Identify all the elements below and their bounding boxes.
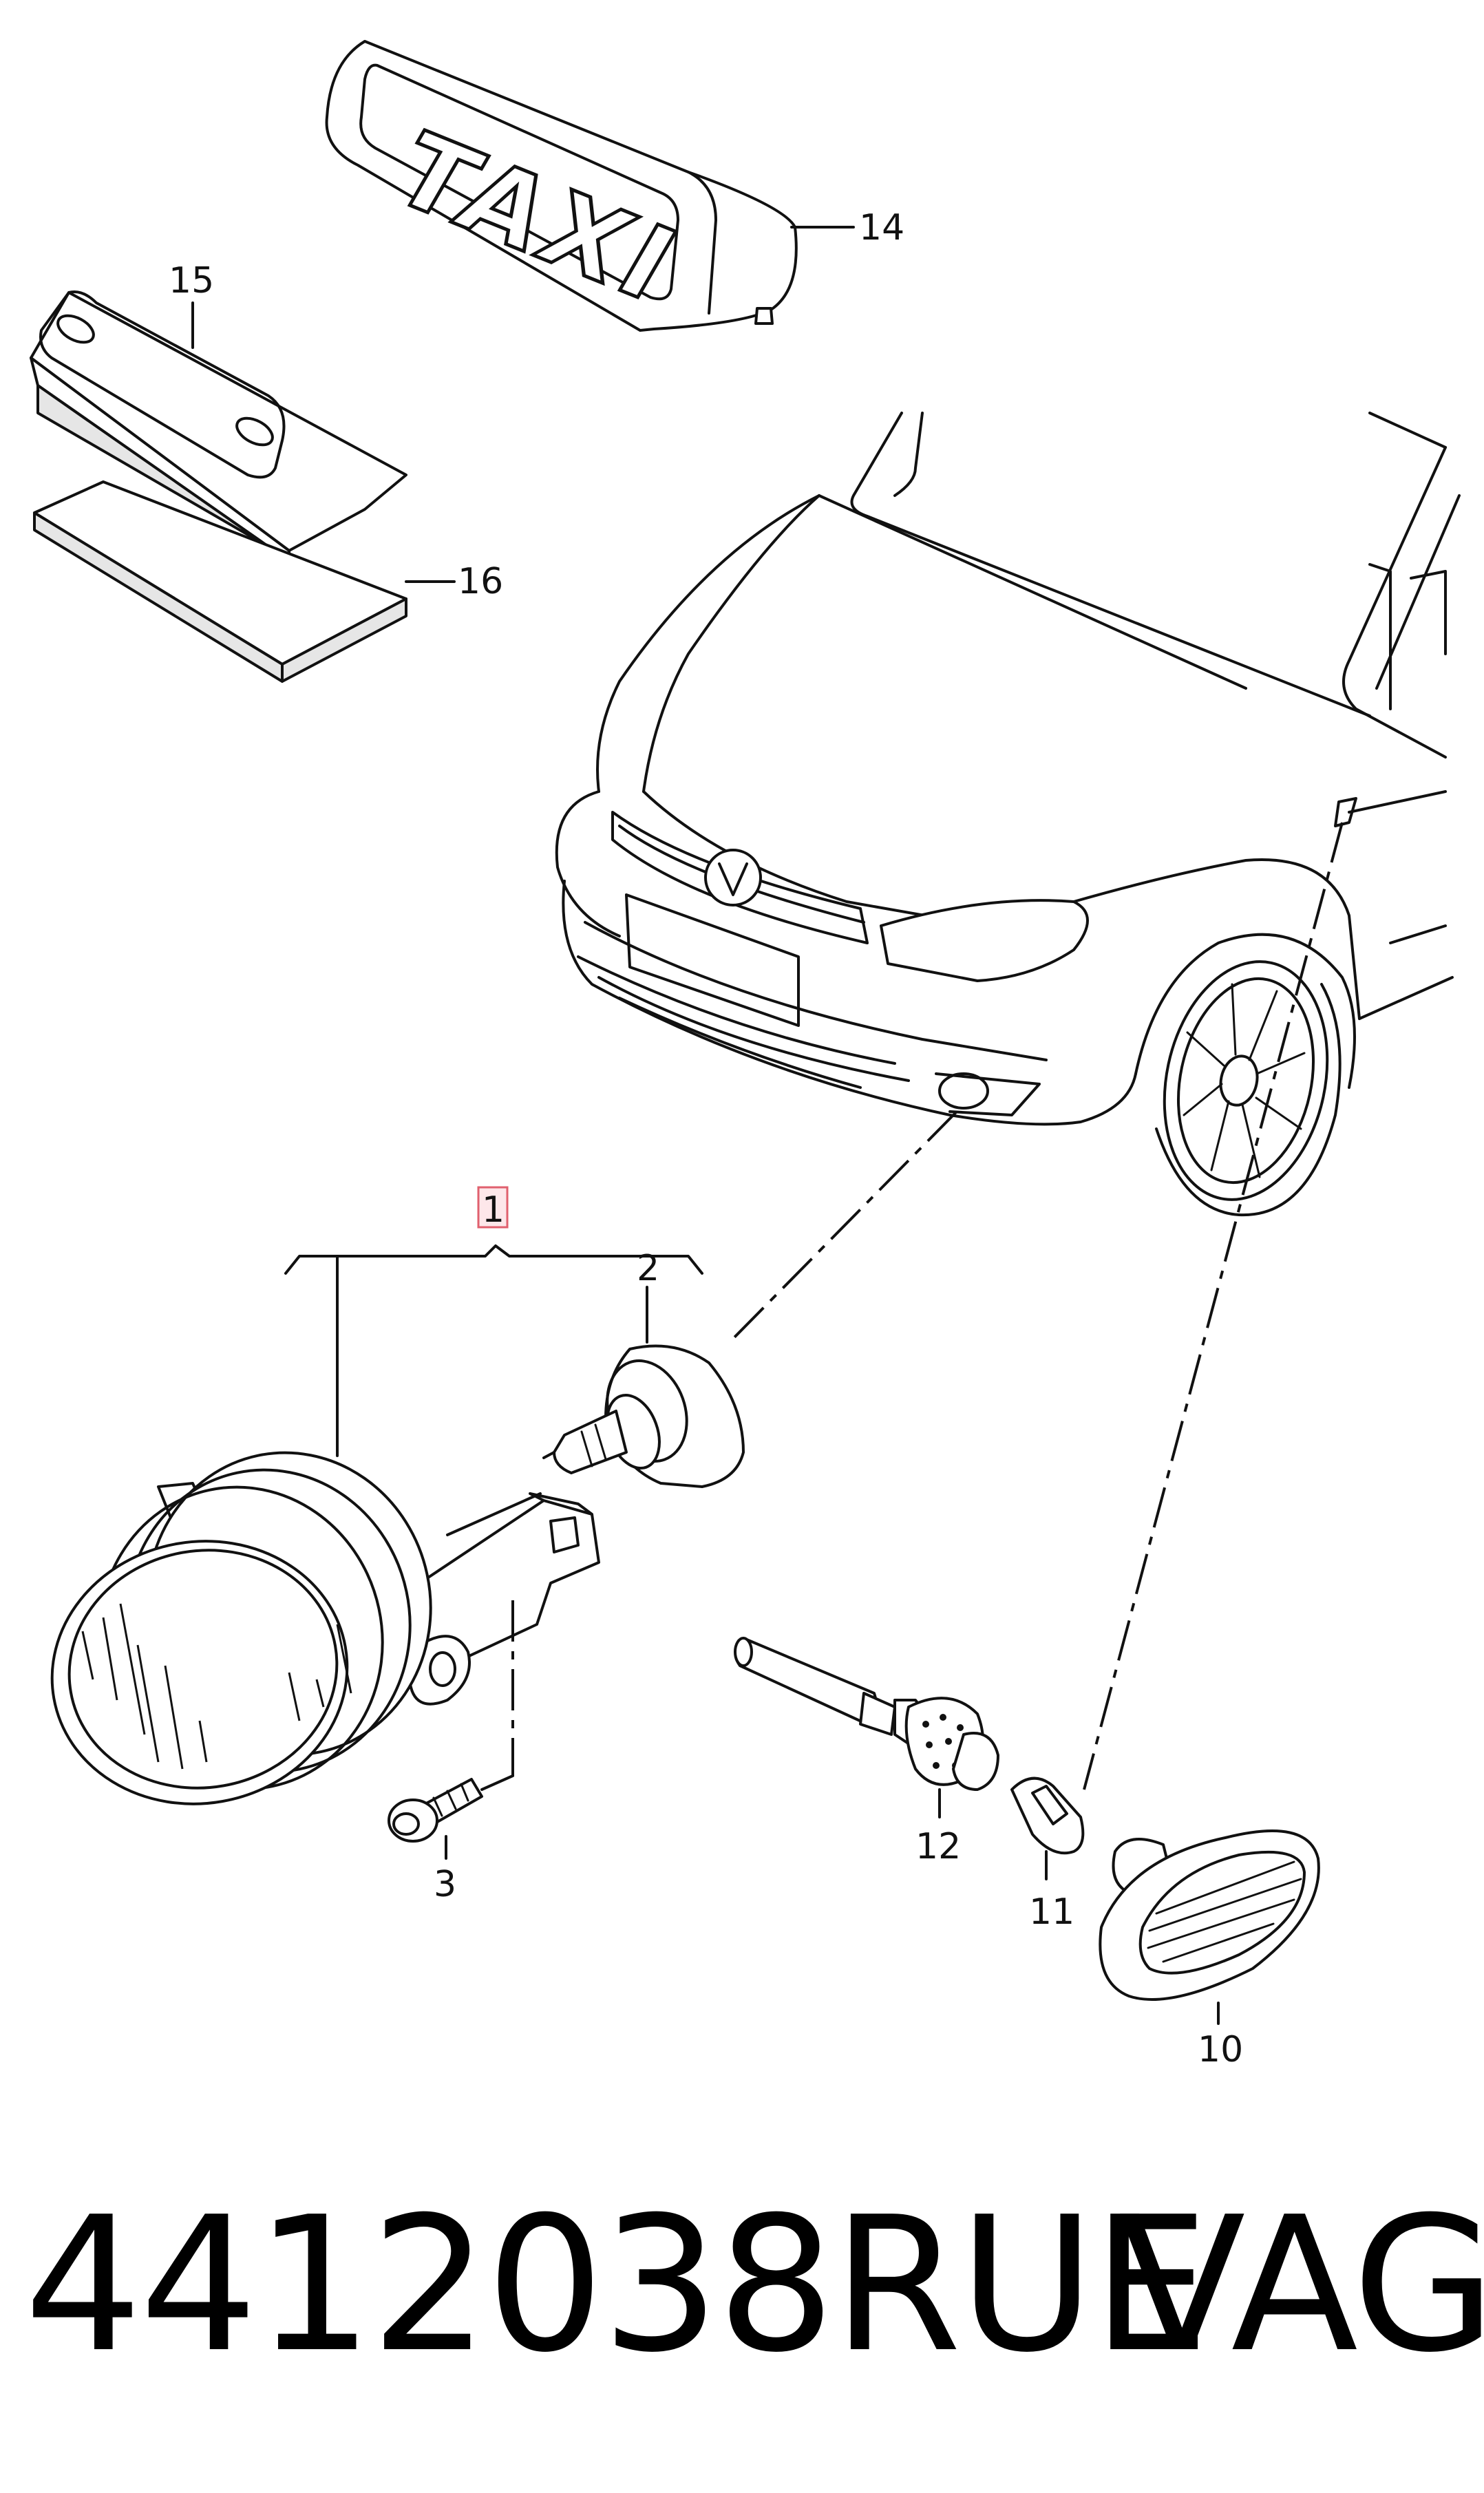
callout-1-group: 1 xyxy=(284,1186,703,1457)
front-wheel xyxy=(1163,960,1329,1201)
side-marker-lamp: 10 xyxy=(1099,1829,1320,2070)
callout-10: 10 xyxy=(1198,2029,1243,2070)
callout-2: 2 xyxy=(637,1248,659,1289)
callout-15: 15 xyxy=(169,260,214,301)
brand-label: VAG xyxy=(1119,2176,1484,2393)
callout-14: 14 xyxy=(859,207,904,248)
callout-3: 3 xyxy=(434,1864,456,1905)
fog-light-bulb: 2 xyxy=(446,1248,745,1536)
fog-light-lens xyxy=(50,1540,349,1805)
callout-11: 11 xyxy=(1029,1891,1074,1933)
leader-fog-light xyxy=(728,1110,958,1344)
roof-pad-part: 16 xyxy=(33,480,503,683)
vehicle-front-view xyxy=(555,412,1461,1217)
callout-16: 16 xyxy=(458,561,503,602)
part-number-label: 4412038RUE xyxy=(24,2176,1209,2393)
leader-side-marker xyxy=(1083,822,1344,1790)
callout-12: 12 xyxy=(915,1826,961,1867)
wire-connector: 12 xyxy=(734,1637,999,1867)
highlight-marker xyxy=(477,1186,509,1229)
callout-1: 1 xyxy=(482,1189,505,1231)
side-marker-bulb: 11 xyxy=(1010,1776,1085,1933)
mounting-screw: 3 xyxy=(388,1600,514,1905)
taxi-roof-sign: TAXI 14 xyxy=(325,40,904,332)
fog-light-assembly xyxy=(50,1451,600,1805)
